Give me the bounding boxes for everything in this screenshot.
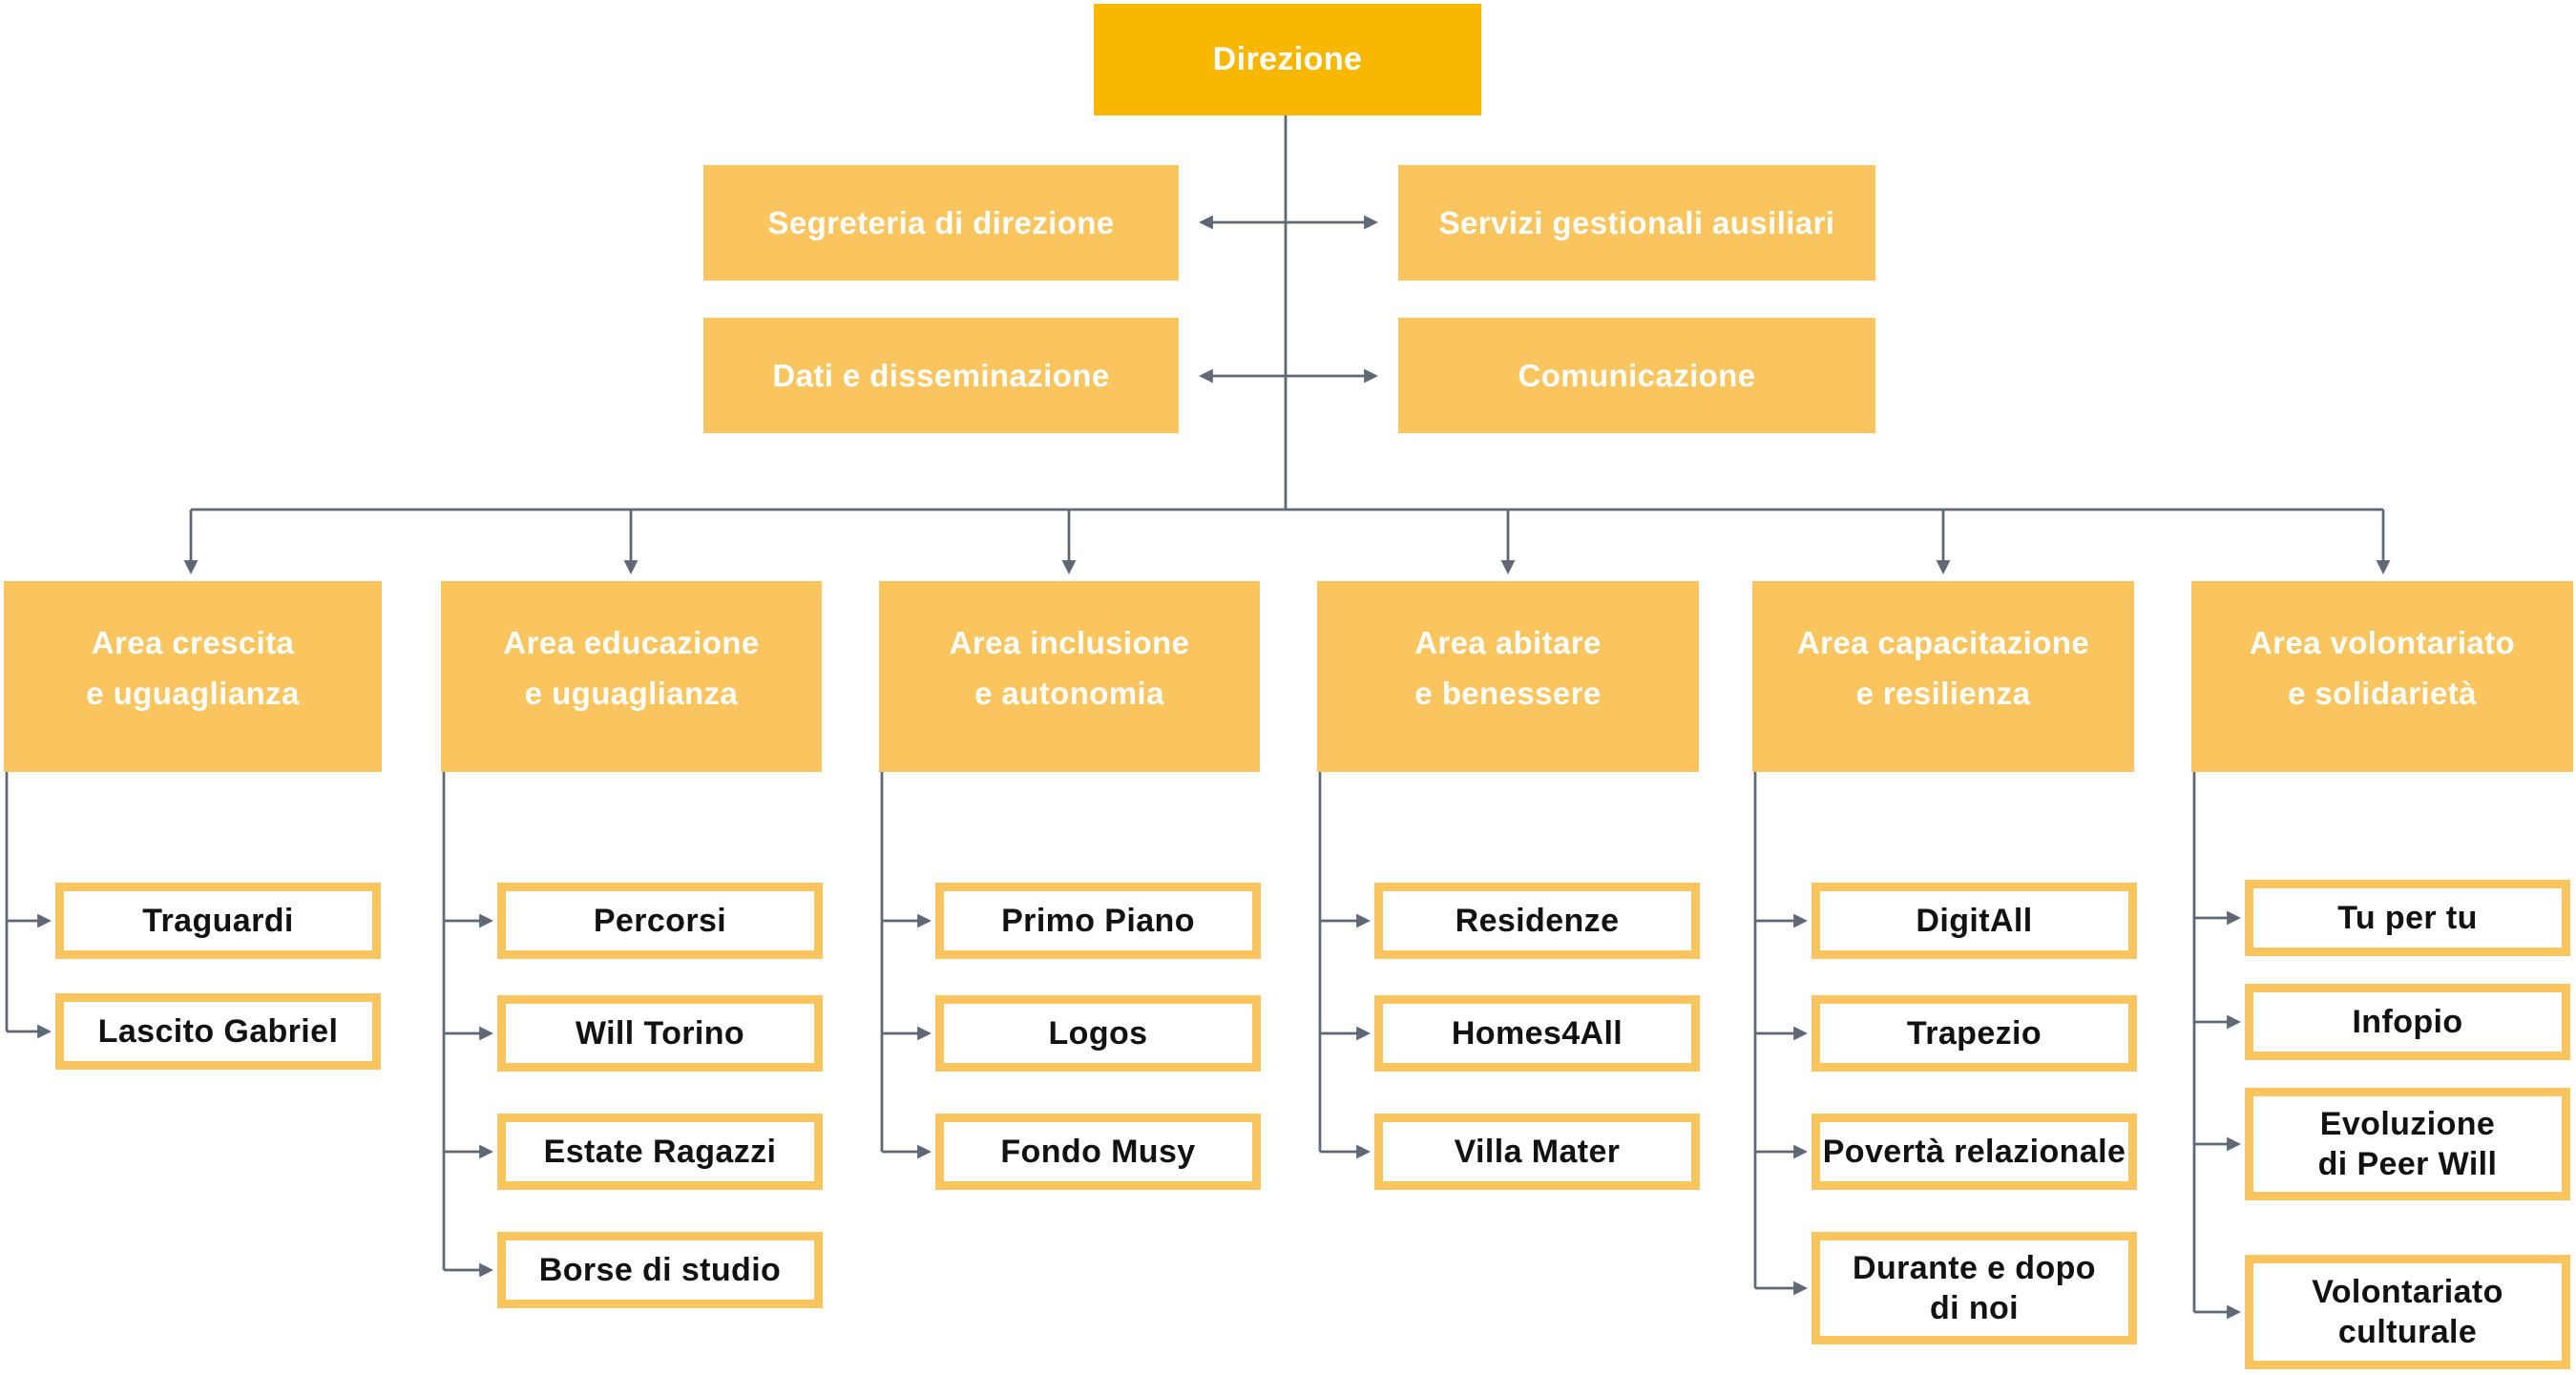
org-leaf-evoluzione-di-peer-will: Evoluzione di Peer Will (2245, 1088, 2570, 1200)
org-leaf-residenze: Residenze (1374, 883, 1700, 959)
org-leaf-villa-mater: Villa Mater (1374, 1114, 1700, 1190)
org-leaf-lascito-gabriel: Lascito Gabriel (55, 993, 381, 1070)
org-leaf-fondo-musy: Fondo Musy (935, 1114, 1261, 1190)
org-node-servizi-gestionali-ausiliari: Servizi gestionali ausiliari (1398, 165, 1875, 281)
org-leaf-percorsi: Percorsi (497, 883, 823, 959)
org-leaf-infopio: Infopio (2245, 984, 2570, 1060)
org-area-abitare-e-benessere: Area abitare e benessere (1317, 581, 1699, 772)
org-leaf-logos: Logos (935, 995, 1261, 1072)
org-leaf-durante-e-dopo-di-noi: Durante e dopo di noi (1812, 1232, 2137, 1344)
org-leaf-tu-per-tu: Tu per tu (2245, 880, 2570, 956)
org-leaf-borse-di-studio: Borse di studio (497, 1232, 823, 1308)
org-node-dati-e-disseminazione: Dati e disseminazione (703, 318, 1179, 433)
org-node-direzione: Direzione (1094, 4, 1481, 115)
org-leaf-estate-ragazzi: Estate Ragazzi (497, 1114, 823, 1190)
org-leaf-volontariato-culturale: Volontariato culturale (2245, 1255, 2570, 1369)
org-leaf-poverta-relazionale: Povertà relazionale (1812, 1114, 2137, 1190)
org-area-crescita-e-uguaglianza: Area crescita e uguaglianza (4, 581, 382, 772)
org-area-capacitazione-e-resilienza: Area capacitazione e resilienza (1752, 581, 2134, 772)
org-area-volontariato-e-solidarieta: Area volontariato e solidarietà (2191, 581, 2573, 772)
org-leaf-will-torino: Will Torino (497, 995, 823, 1072)
org-node-comunicazione: Comunicazione (1398, 318, 1875, 433)
org-area-inclusione-e-autonomia: Area inclusione e autonomia (879, 581, 1260, 772)
org-area-educazione-e-uguaglianza: Area educazione e uguaglianza (441, 581, 822, 772)
org-leaf-homes4all: Homes4All (1374, 995, 1700, 1072)
org-leaf-primo-piano: Primo Piano (935, 883, 1261, 959)
org-leaf-trapezio: Trapezio (1812, 995, 2137, 1072)
org-node-segreteria-di-direzione: Segreteria di direzione (703, 165, 1179, 281)
org-leaf-digitall: DigitAll (1812, 883, 2137, 959)
org-leaf-traguardi: Traguardi (55, 883, 381, 959)
